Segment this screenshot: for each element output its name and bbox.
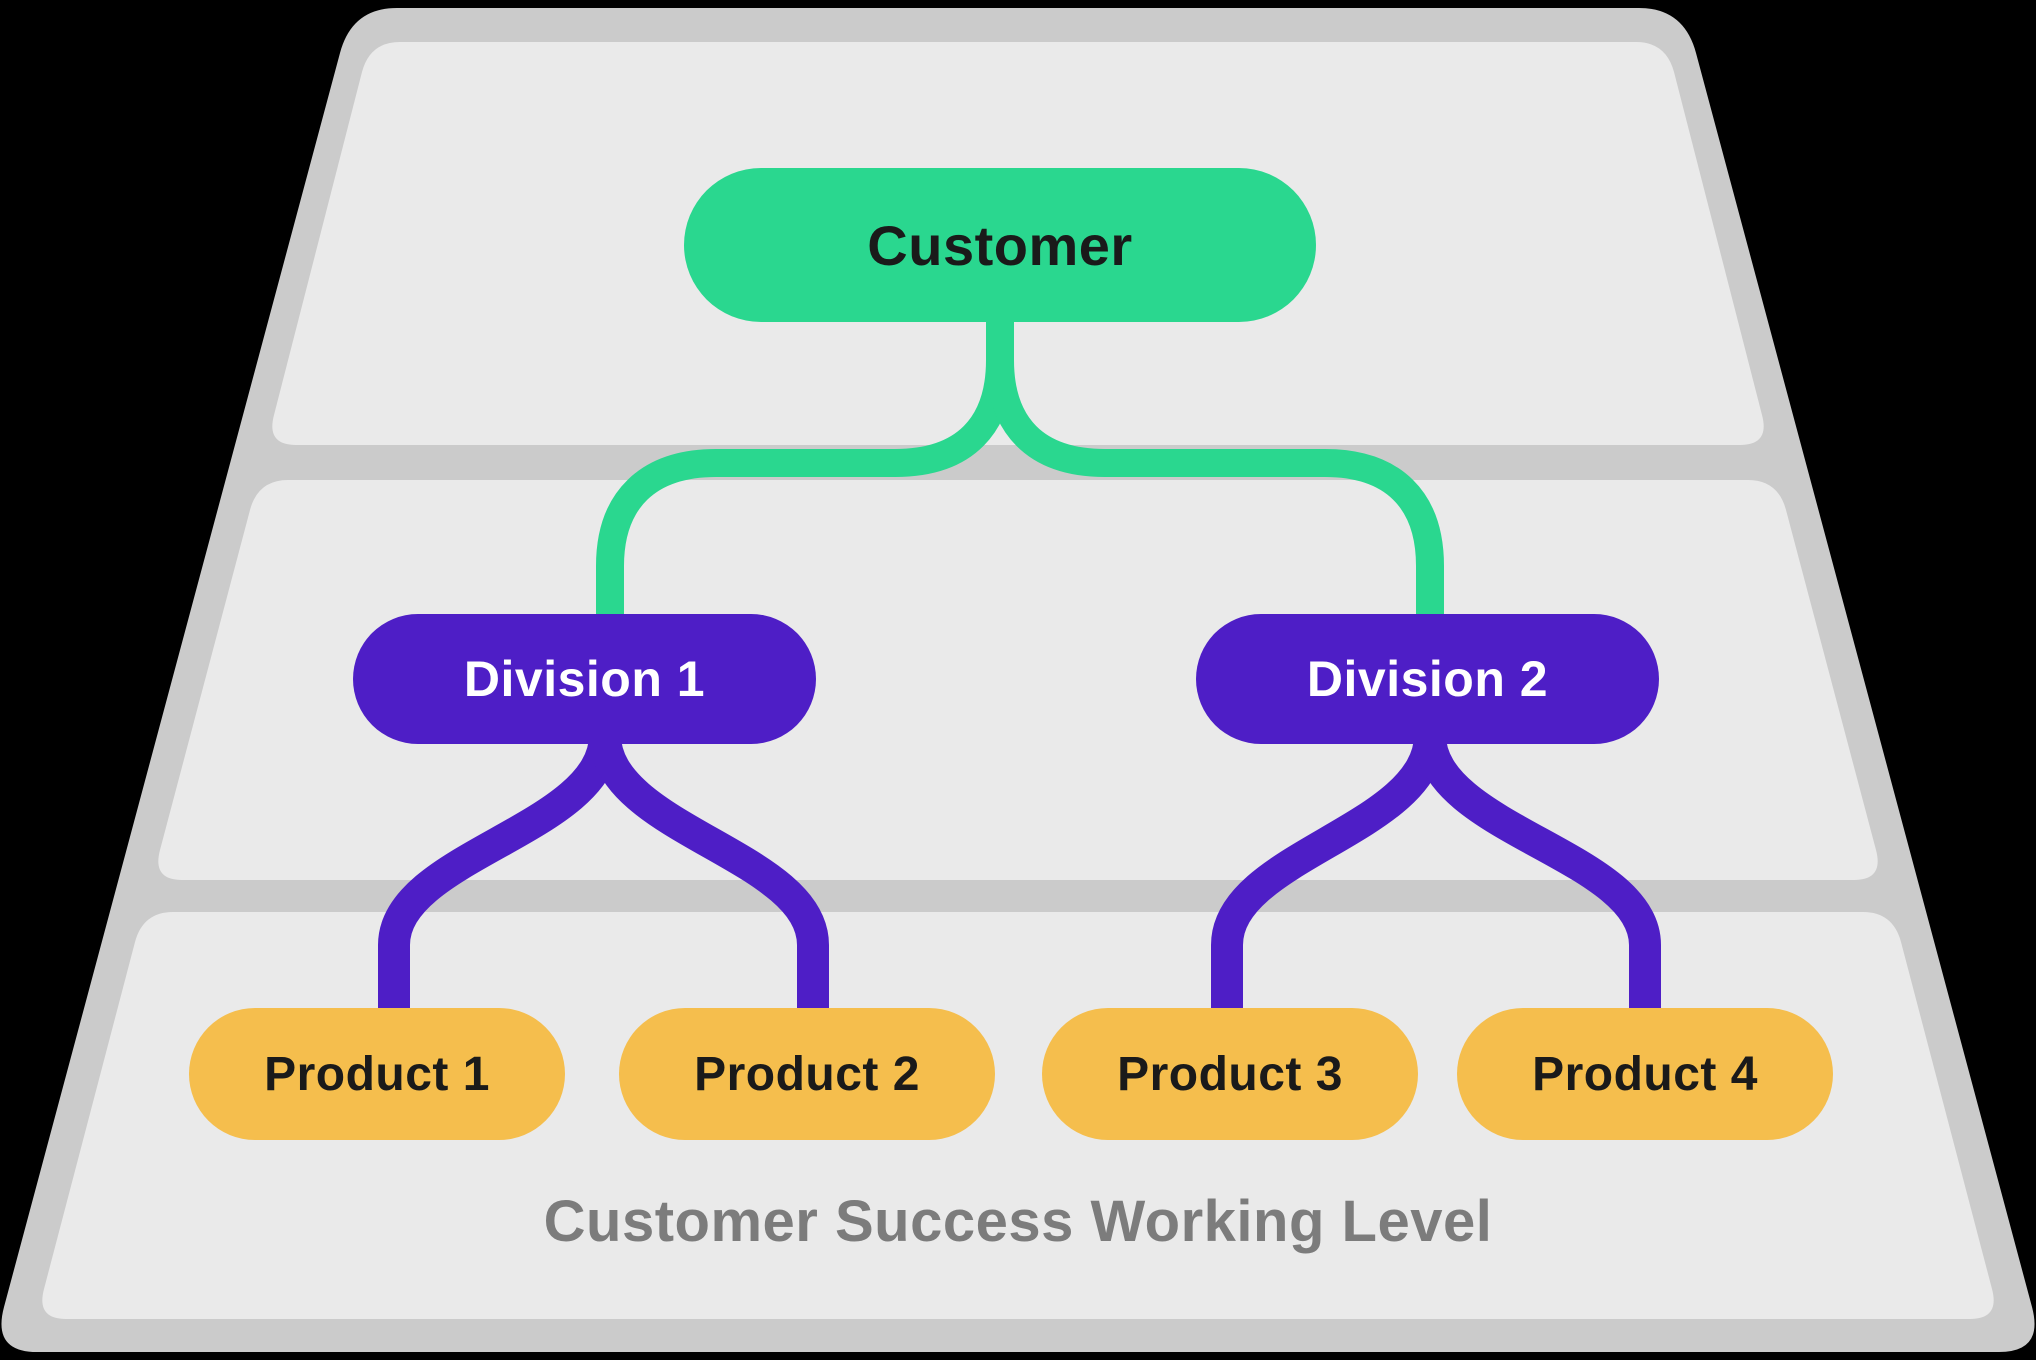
node-division-2: Division 2	[1196, 614, 1659, 744]
node-customer: Customer	[684, 168, 1316, 322]
connector-division1-product2	[589, 733, 829, 1020]
node-product-3: Product 3	[1042, 1008, 1418, 1140]
node-division-1: Division 1	[353, 614, 816, 744]
node-product-4: Product 4	[1457, 1008, 1833, 1140]
connector-customer-division2	[986, 300, 1444, 640]
division-product-connectors	[378, 733, 1661, 1020]
level-caption: Customer Success Working Level	[543, 1189, 1493, 1254]
node-product-1: Product 1	[189, 1008, 565, 1140]
customer-division-connectors	[596, 300, 1444, 640]
node-product-2: Product 2	[619, 1008, 995, 1140]
connector-division1-product1	[378, 733, 621, 1020]
connector-division2-product3	[1211, 733, 1446, 1020]
connector-division2-product4	[1414, 733, 1661, 1020]
connector-customer-division1	[596, 300, 1014, 640]
